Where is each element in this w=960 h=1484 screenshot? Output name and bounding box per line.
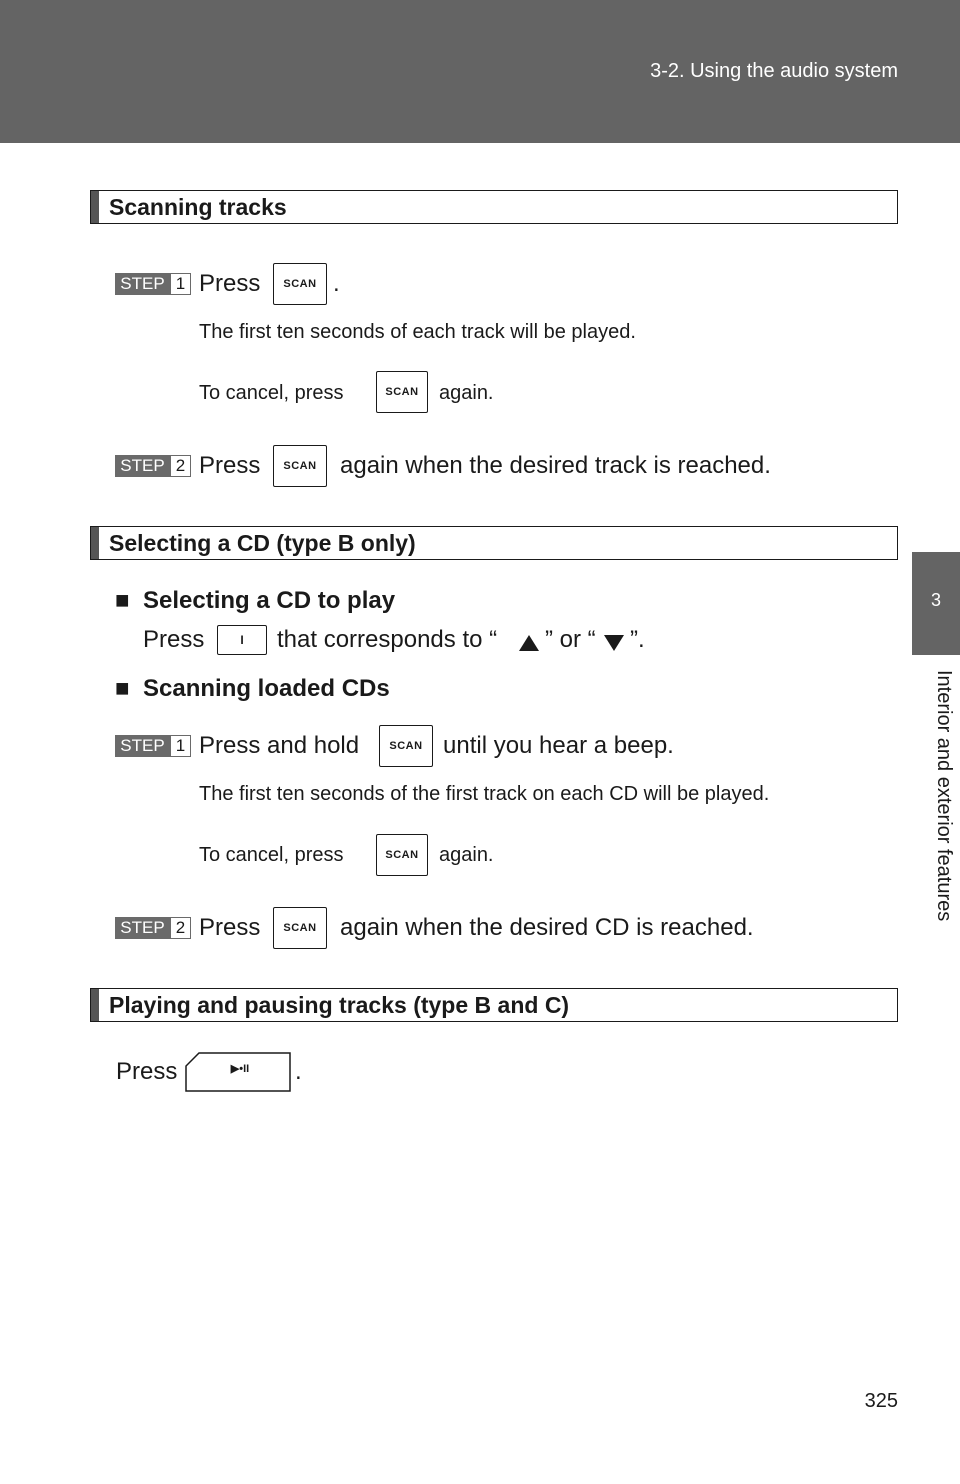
- scan-button: SCAN: [376, 834, 428, 876]
- step-2-badge: STEP 2: [115, 917, 191, 939]
- section-heading-scanning: Scanning tracks: [90, 190, 898, 224]
- heading-bar: [91, 191, 99, 223]
- section-title: Playing and pausing tracks (type B and C…: [109, 992, 570, 1018]
- triangle-up-icon: [519, 635, 539, 651]
- instruction-text: again when the desired CD is reached.: [340, 914, 754, 941]
- period: .: [295, 1058, 302, 1085]
- instruction-text: until you hear a beep.: [443, 732, 674, 759]
- step-1-badge: STEP 1: [115, 273, 191, 295]
- section-heading-selecting: Selecting a CD (type B only): [90, 526, 898, 560]
- instruction-text: Press: [199, 270, 261, 297]
- play-pause-button: [185, 1052, 291, 1092]
- chapter-tab: 3: [912, 552, 960, 655]
- step-2-badge: STEP 2: [115, 455, 191, 477]
- square-bullet: ■: [115, 675, 130, 702]
- scan-button: SCAN: [376, 371, 428, 413]
- note-text: The first ten seconds of each track will…: [199, 321, 636, 343]
- instruction-text: Press and hold: [199, 732, 360, 759]
- subheading: Scanning loaded CDs: [143, 675, 390, 702]
- page-number: 325: [864, 1390, 898, 1412]
- instruction-text: ”.: [630, 626, 645, 653]
- step-number: 2: [170, 917, 191, 939]
- note-text: The first ten seconds of the first track…: [199, 783, 770, 805]
- instruction-text: Press: [116, 1058, 178, 1085]
- note-text: again.: [439, 382, 494, 404]
- note-text: again.: [439, 844, 494, 866]
- chapter-title: 3-2. Using the audio system: [650, 60, 898, 82]
- section-heading-playing: Playing and pausing tracks (type B and C…: [90, 988, 898, 1022]
- subheading: Selecting a CD to play: [143, 587, 396, 614]
- page-header: 3-2. Using the audio system: [0, 0, 960, 143]
- step-1-badge: STEP 1: [115, 735, 191, 757]
- step-label: STEP: [115, 455, 170, 477]
- scan-button: SCAN: [273, 263, 327, 305]
- section-title: Scanning tracks: [109, 194, 287, 220]
- step-number: 1: [170, 273, 191, 295]
- instruction-text: Press: [143, 626, 205, 653]
- chapter-number: 3: [930, 590, 941, 610]
- chapter-side-title: Interior and exterior features: [933, 670, 955, 922]
- heading-bar: [91, 527, 99, 559]
- step-label: STEP: [115, 917, 170, 939]
- scan-button: SCAN: [273, 445, 327, 487]
- heading-bar: [91, 989, 99, 1021]
- section-title: Selecting a CD (type B only): [109, 530, 416, 556]
- note-text: To cancel, press: [199, 382, 344, 404]
- note-text: To cancel, press: [199, 844, 344, 866]
- instruction-text: ” or “: [545, 626, 596, 653]
- period: .: [333, 270, 340, 297]
- instruction-text: again when the desired track is reached.: [340, 452, 771, 479]
- step-number: 2: [170, 455, 191, 477]
- scan-button: SCAN: [273, 907, 327, 949]
- step-label: STEP: [115, 735, 170, 757]
- instruction-text: Press: [199, 452, 261, 479]
- instruction-text: Press: [199, 914, 261, 941]
- scan-button: SCAN: [379, 725, 433, 767]
- triangle-down-icon: [604, 635, 624, 651]
- play-pause-icon: ▶•II: [230, 1063, 250, 1075]
- step-label: STEP: [115, 273, 170, 295]
- square-bullet: ■: [115, 587, 130, 614]
- step-number: 1: [170, 735, 191, 757]
- preset-1-button: I: [217, 625, 267, 655]
- instruction-text: that corresponds to “: [277, 626, 498, 653]
